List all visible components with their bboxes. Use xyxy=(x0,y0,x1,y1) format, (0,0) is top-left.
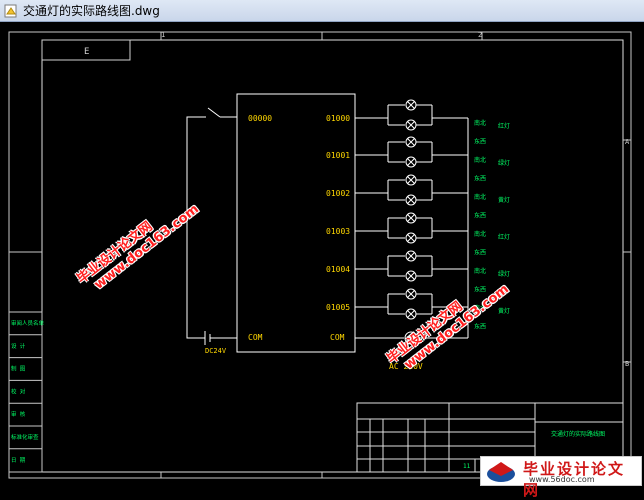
title-block-drawing-name: 交通灯的实际路线图 xyxy=(551,430,605,438)
label-box xyxy=(41,39,131,61)
frame-letter-b: B xyxy=(625,360,629,368)
light-direction-label: 南北 xyxy=(474,267,486,275)
light-color-label: 红灯 xyxy=(498,233,510,241)
light-direction-label: 南北 xyxy=(474,193,486,201)
plc-output-01000: 01000 xyxy=(326,114,350,123)
light-direction-label: 东西 xyxy=(474,175,486,183)
plc-input-com: COM xyxy=(248,333,263,342)
dc-power-label: DC24V xyxy=(205,347,227,355)
frame-number-top-1: 1 xyxy=(161,31,165,39)
outer-frame xyxy=(8,31,632,479)
light-direction-label: 南北 xyxy=(474,230,486,238)
side-table-cell: 校 对 xyxy=(11,387,26,395)
side-table-cell: 标准化审查 xyxy=(11,433,39,441)
light-direction-label: 南北 xyxy=(474,156,486,164)
plc-output-01003: 01003 xyxy=(326,227,350,236)
light-color-label: 红灯 xyxy=(498,122,510,130)
side-table-cell: 审阅人员名单 xyxy=(11,319,45,327)
light-direction-label: 南北 xyxy=(474,119,486,127)
plc-output-01004: 01004 xyxy=(326,265,350,274)
light-color-label: 绿灯 xyxy=(498,159,510,167)
badge-url: www.56doc.com xyxy=(529,475,595,484)
plc-output-01002: 01002 xyxy=(326,189,350,198)
light-color-label: 黄灯 xyxy=(498,307,510,315)
ac-power-label: AC 220V xyxy=(389,362,423,371)
side-table-cell: 设 计 xyxy=(11,342,26,350)
light-direction-label: 东西 xyxy=(474,323,486,331)
light-direction-label: 东西 xyxy=(474,249,486,257)
plc-output-01001: 01001 xyxy=(326,151,350,160)
light-color-label: 黄灯 xyxy=(498,196,510,204)
plc-input-label: 00000 xyxy=(248,114,272,123)
side-table-cell: 日 期 xyxy=(11,457,26,464)
light-direction-label: 东西 xyxy=(474,286,486,294)
site-logo-icon xyxy=(487,462,515,482)
input-switch xyxy=(207,107,221,118)
label-box-text: E xyxy=(84,47,89,57)
title-block-sheet-no: 11 xyxy=(463,463,471,470)
plc-output-com: COM xyxy=(330,333,345,342)
frame-number-top-2: 2 xyxy=(478,31,482,39)
frame-letter-a: A xyxy=(625,138,630,146)
lamp-array xyxy=(387,99,468,320)
window-titlebar: 交通灯的实际路线图.dwg xyxy=(0,0,644,22)
site-badge: 毕业设计论文网 www.56doc.com xyxy=(480,456,642,499)
light-direction-label: 东西 xyxy=(474,212,486,220)
window-title: 交通灯的实际路线图.dwg xyxy=(23,4,160,18)
inner-frame xyxy=(41,39,624,473)
cad-file-icon xyxy=(4,4,17,17)
light-direction-label: 东西 xyxy=(474,138,486,146)
side-table-cell: 审 核 xyxy=(11,410,26,418)
plc-output-01005: 01005 xyxy=(326,303,350,312)
plc-outputs: 01000 01001 01002 01003 01004 01005 xyxy=(326,114,388,312)
side-table-cell: 制 图 xyxy=(11,365,26,373)
light-direction-label: 南北 xyxy=(474,304,486,312)
plc-body xyxy=(236,93,356,353)
light-color-label: 绿灯 xyxy=(498,270,510,278)
